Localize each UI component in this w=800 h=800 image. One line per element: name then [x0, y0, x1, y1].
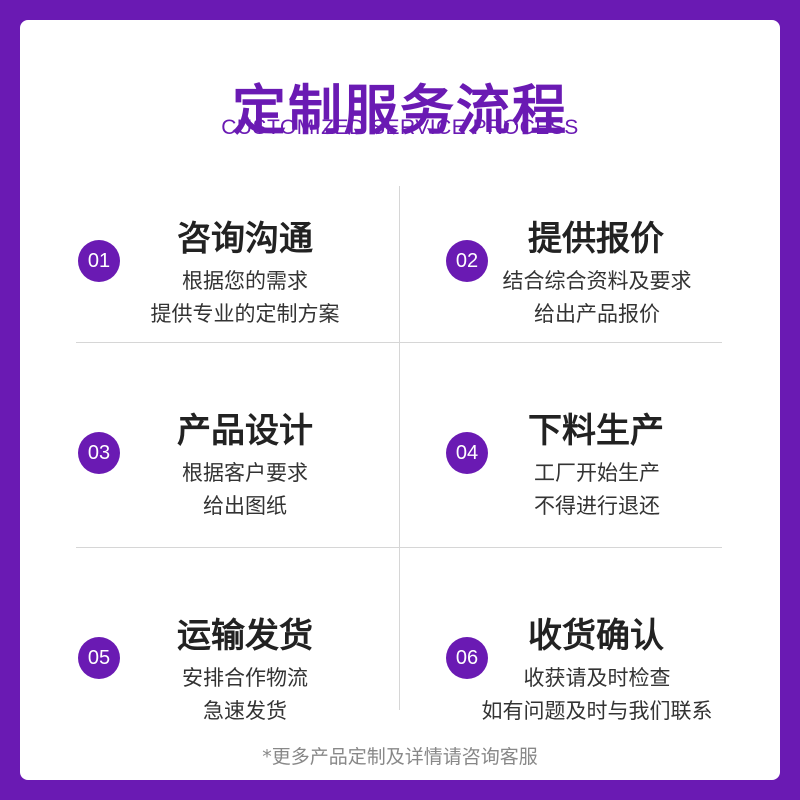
horizontal-divider [76, 342, 722, 343]
step-description-line: 给出产品报价 [534, 302, 660, 326]
page-subtitle: CUSTOMIZED SERVICE PROCESS [221, 116, 579, 139]
step-title: 下料生产 [528, 411, 664, 451]
step-title: 产品设计 [177, 411, 313, 451]
step-02: 02 提供报价 结合综合资料及要求 给出产品报价 [446, 203, 769, 353]
step-description-line: 工厂开始生产 [534, 461, 660, 485]
step-description-line: 提供专业的定制方案 [150, 302, 340, 326]
step-number-badge: 01 [78, 240, 120, 282]
step-05: 05 运输发货 安排合作物流 急速发货 [78, 600, 401, 750]
step-description-line: 安排合作物流 [182, 666, 308, 690]
step-description-line: 不得进行退还 [534, 494, 660, 518]
step-title: 提供报价 [528, 219, 664, 259]
step-title: 运输发货 [177, 616, 313, 656]
step-title: 收货确认 [528, 616, 664, 656]
footnote: *更多产品定制及详情请咨询客服 [262, 746, 538, 768]
step-03: 03 产品设计 根据客户要求 给出图纸 [78, 395, 401, 545]
step-number-badge: 03 [78, 432, 120, 474]
step-01: 01 咨询沟通 根据您的需求 提供专业的定制方案 [78, 203, 401, 353]
horizontal-divider [76, 547, 722, 548]
step-number-badge: 04 [446, 432, 488, 474]
step-title: 咨询沟通 [177, 219, 313, 259]
process-card: 定制服务流程 CUSTOMIZED SERVICE PROCESS 01 咨询沟… [20, 20, 780, 780]
step-number-badge: 02 [446, 240, 488, 282]
vertical-divider [399, 186, 400, 710]
step-number-badge: 06 [446, 637, 488, 679]
page-title: 定制服务流程 [232, 79, 568, 142]
step-description-line: 收获请及时检查 [523, 666, 671, 690]
step-description-line: 如有问题及时与我们联系 [481, 699, 713, 723]
step-description-line: 结合综合资料及要求 [502, 269, 692, 293]
step-description-line: 急速发货 [203, 699, 287, 723]
step-06: 06 收货确认 收获请及时检查 如有问题及时与我们联系 [446, 600, 769, 750]
step-number-badge: 05 [78, 637, 120, 679]
step-description-line: 根据客户要求 [182, 461, 308, 485]
step-description-line: 给出图纸 [203, 494, 287, 518]
step-04: 04 下料生产 工厂开始生产 不得进行退还 [446, 395, 769, 545]
step-description-line: 根据您的需求 [182, 269, 308, 293]
